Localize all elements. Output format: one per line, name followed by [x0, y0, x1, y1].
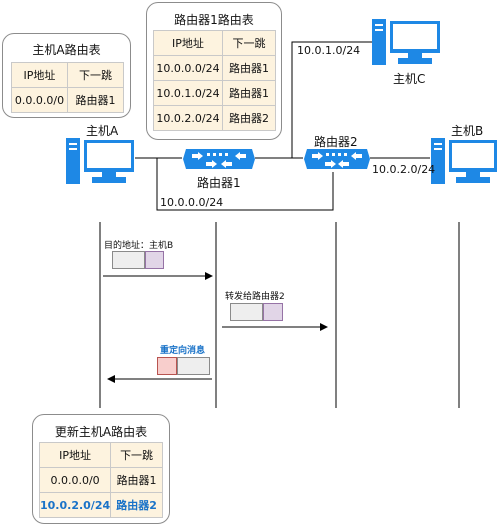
message-1-label: 目的地址：主机B — [104, 241, 174, 251]
cell-ip: 0.0.0.0/0 — [11, 87, 68, 113]
cell-ip: 0.0.0.0/0 — [38, 467, 112, 493]
router1-switch-icon — [182, 148, 256, 170]
arrowhead-m3 — [107, 375, 115, 383]
host-a-routing-table-title: 主机A路由表 — [32, 43, 101, 57]
host-c-label: 主机C — [393, 72, 426, 86]
header-ip: IP地址 — [38, 442, 112, 468]
host-a-computer-icon — [64, 136, 136, 186]
packet-header-box — [112, 251, 145, 269]
cell-next-hop: 路由器1 — [110, 467, 163, 493]
cell-ip: 10.0.1.0/24 — [153, 80, 223, 106]
header-ip: IP地址 — [11, 62, 68, 88]
cell-ip: 10.0.0.0/24 — [153, 55, 223, 81]
arrowhead-m1 — [205, 272, 213, 280]
message-3-label: 重定向消息 — [160, 346, 206, 356]
arrowhead-m2 — [320, 323, 328, 331]
header-next-hop: 下一跳 — [110, 442, 163, 468]
updated-routing-table-title: 更新主机A路由表 — [54, 425, 148, 439]
subnet-c-label: 10.0.1.0/24 — [297, 44, 361, 57]
message-2-label: 转发给路由器2 — [225, 292, 285, 302]
cell-next-hop: 路由器1 — [222, 80, 276, 106]
cell-next-hop: 路由器1 — [222, 55, 276, 81]
redirect-flag-box — [157, 357, 177, 375]
router2-switch-icon — [303, 148, 371, 170]
packet-header-box — [177, 357, 210, 375]
header-next-hop: 下一跳 — [67, 62, 124, 88]
header-next-hop: 下一跳 — [222, 30, 276, 56]
link-net-a-bus — [156, 158, 334, 211]
cell-next-hop: 路由器2 — [222, 105, 276, 131]
cell-next-hop: 路由器1 — [67, 87, 124, 113]
router1-label: 路由器1 — [197, 176, 241, 190]
cell-next-hop-new: 路由器2 — [110, 492, 163, 518]
host-a-label: 主机A — [86, 124, 119, 138]
host-b-computer-icon — [429, 136, 500, 186]
link-router-hostc — [291, 41, 372, 158]
header-ip: IP地址 — [153, 30, 223, 56]
cell-ip-new: 10.0.2.0/24 — [38, 492, 112, 518]
host-c-computer-icon — [370, 17, 442, 67]
router2-label: 路由器2 — [314, 135, 358, 149]
host-b-label: 主机B — [451, 124, 484, 138]
packet-dest-box — [263, 303, 283, 321]
subnet-a-label: 10.0.0.0/24 — [160, 196, 224, 209]
router1-routing-table-title: 路由器1路由表 — [174, 13, 254, 27]
packet-dest-box — [145, 251, 164, 269]
subnet-b-label: 10.0.2.0/24 — [372, 163, 436, 176]
packet-header-box — [230, 303, 263, 321]
cell-ip: 10.0.2.0/24 — [153, 105, 223, 131]
